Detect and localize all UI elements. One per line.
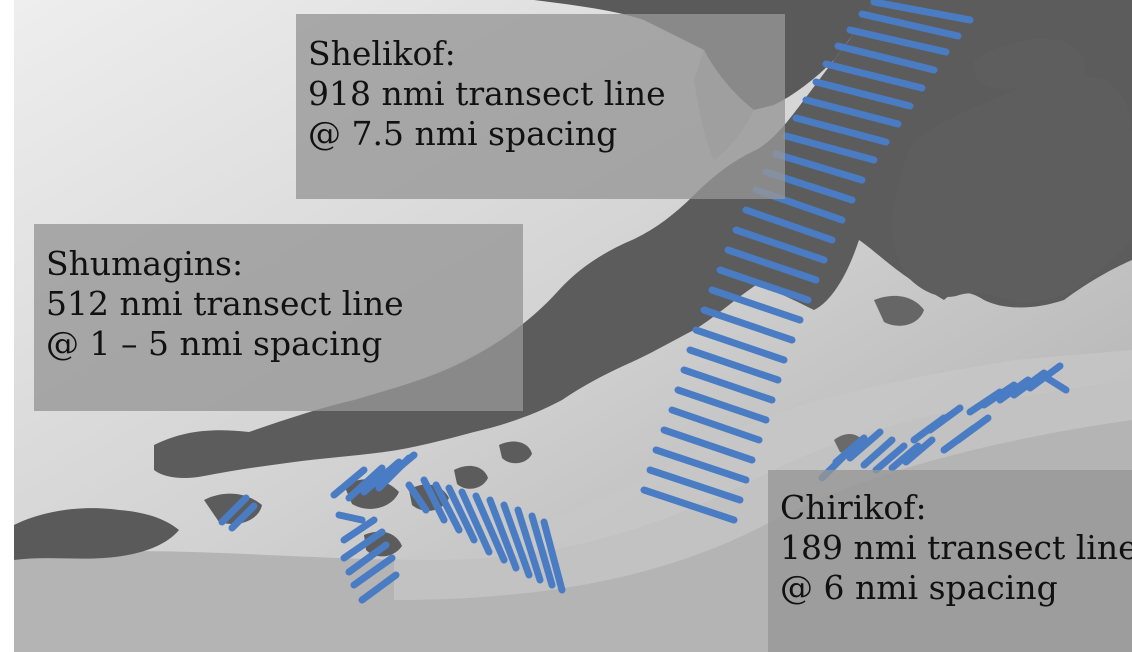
shelikof-transect-line xyxy=(668,406,763,444)
afognak-island xyxy=(974,38,1086,90)
chirikof-transect-line xyxy=(832,434,868,466)
shelikof-title: Shelikof: xyxy=(308,34,456,73)
chirikof-transect-line xyxy=(996,376,1032,404)
pacific-shelf-break xyxy=(394,350,1132,600)
chirikof-transect-line xyxy=(888,442,922,472)
shumagins-transect-line xyxy=(500,501,533,579)
shumagins-transect-line xyxy=(358,571,400,604)
shumagins-transect-line xyxy=(528,512,556,589)
shumagins-transect-line xyxy=(340,528,386,562)
shelikof-transect-line xyxy=(674,386,770,424)
trinity-islands xyxy=(874,295,924,326)
unimak-land xyxy=(14,508,179,560)
shelikof-transect-line xyxy=(646,466,744,504)
shelikof-transect-line xyxy=(700,306,796,344)
shelikof-length: 918 nmi transect line xyxy=(308,74,666,113)
shelikof-transect-line xyxy=(870,0,974,24)
shelikof-transect-line xyxy=(692,326,788,364)
shumagins-transect-line xyxy=(340,516,378,544)
chirikof-label: Chirikof: 189 nmi transect line @ 6 nmi … xyxy=(768,470,1132,652)
chirikof-transect-line xyxy=(954,414,992,444)
shelikof-transect-line xyxy=(846,26,950,56)
shumagins-transect-line xyxy=(228,502,258,532)
shelikof-transect-line xyxy=(812,78,914,110)
chirikof-title: Chirikof: xyxy=(780,488,927,527)
shumagins-transect-line xyxy=(218,494,250,526)
shumagins-transect-line xyxy=(335,511,366,524)
shumagins-title: Shumagins: xyxy=(46,244,244,283)
chirikof-length: 189 nmi transect line xyxy=(780,528,1132,567)
shelikof-transect-line xyxy=(834,42,938,74)
shumagins-transect-line xyxy=(432,481,463,534)
shelikof-transect-line xyxy=(708,286,804,324)
shumagins-transect-line xyxy=(345,464,386,502)
shelikof-transect-line xyxy=(724,246,820,284)
chirikof-transect-line xyxy=(860,436,896,469)
shumagins-spacing: @ 1 – 5 nmi spacing xyxy=(46,324,383,363)
shumagins-transect-line xyxy=(330,466,368,499)
shumagins-transect-line xyxy=(380,451,418,484)
shelikof-transects xyxy=(640,0,974,524)
shelikof-transect-line xyxy=(782,132,878,164)
shumagins-transects xyxy=(218,451,566,604)
shumagins-transect-line xyxy=(472,492,508,564)
shelikof-transect-line xyxy=(652,446,750,484)
shumagins-transect-line xyxy=(420,476,448,524)
shumagins-length: 512 nmi transect line xyxy=(46,284,404,323)
shelikof-transect-line xyxy=(660,426,756,464)
kodiak-island xyxy=(892,74,1132,302)
shumagins-transect-line xyxy=(458,488,493,556)
shumagins-label: Shumagins: 512 nmi transect line @ 1 – 5… xyxy=(34,224,523,411)
shelikof-transect-line xyxy=(742,206,836,244)
shumagins-transect-line xyxy=(360,458,403,496)
shelikof-transect-line xyxy=(716,266,812,304)
shumagin-island-5 xyxy=(499,441,532,464)
shelikof-spacing: @ 7.5 nmi spacing xyxy=(308,114,618,153)
shelikof-transect-line xyxy=(772,150,866,184)
shelikof-transect-line xyxy=(802,96,902,128)
chirikof-transect-line xyxy=(872,442,908,474)
shumagins-transect-line xyxy=(350,554,396,589)
chirikof-transect-line xyxy=(926,404,964,434)
shelikof-transect-line xyxy=(640,486,738,524)
chirikof-transect-line xyxy=(980,381,1018,409)
chirikof-transect-line xyxy=(1038,371,1070,394)
shumagins-transect-line xyxy=(486,496,520,572)
shumagins-transect-line xyxy=(345,541,390,576)
shumagins-transect-line xyxy=(405,481,430,514)
shelikof-transect-line xyxy=(732,226,828,264)
kenai-land xyxy=(534,0,874,110)
shelikof-transect-line xyxy=(792,114,890,146)
chirikof-transect-line xyxy=(846,428,884,462)
shelikof-transect-line xyxy=(680,366,776,404)
shumagin-island-4 xyxy=(454,465,488,489)
shumagins-transect-line xyxy=(445,484,478,544)
chirikof-transect-line xyxy=(902,436,936,466)
shelikof-label: Shelikof: 918 nmi transect line @ 7.5 nm… xyxy=(296,14,785,199)
shelikof-transect-line xyxy=(822,60,926,92)
shelikof-transect-line xyxy=(858,10,962,40)
chirikof-transects xyxy=(818,362,1070,482)
shelikof-transect-line xyxy=(686,346,782,384)
shumagins-transect-line xyxy=(514,506,544,584)
chirikof-spacing: @ 6 nmi spacing xyxy=(780,568,1058,607)
shumagins-transect-line xyxy=(540,518,566,594)
